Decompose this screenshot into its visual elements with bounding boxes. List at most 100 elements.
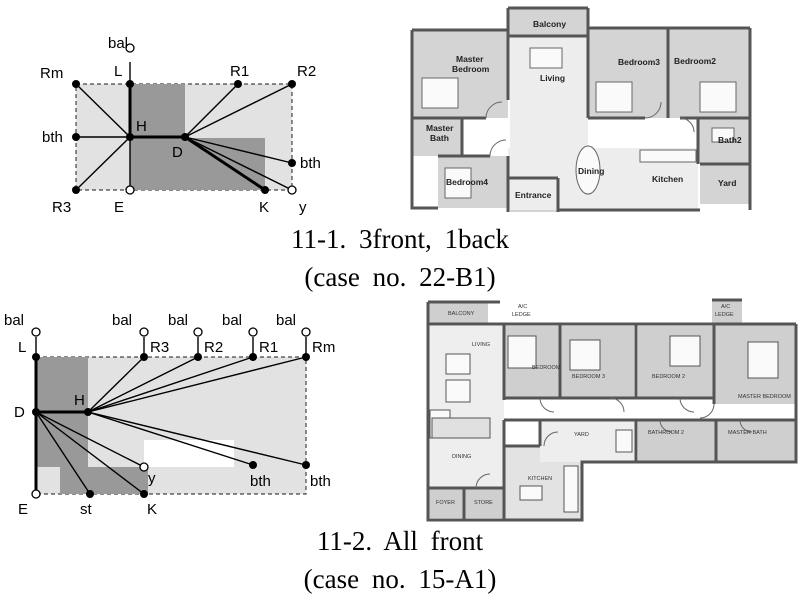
graph1-node-E xyxy=(125,185,135,195)
plan2-label-bedroom2: BEDROOM 2 xyxy=(652,374,685,380)
graph1-node-Rm xyxy=(72,80,80,88)
graph2-node-y xyxy=(139,462,149,472)
graph2-label-bal-L: bal xyxy=(4,312,24,329)
graph1-label-y: y xyxy=(299,199,307,216)
graph1-node-R3 xyxy=(72,186,80,194)
graph1-label-H: H xyxy=(136,118,147,135)
graph2-label-D: D xyxy=(14,404,25,421)
graph2-node-bal-R1 xyxy=(248,327,258,337)
graph1-node-y xyxy=(287,185,297,195)
graph-case2: bal bal bal bal bal L R3 R2 R1 Rm D H y … xyxy=(4,312,335,518)
graph2-node-K xyxy=(140,490,148,498)
graph2-label-bth-right: bth xyxy=(310,473,331,490)
graph1-node-K xyxy=(261,186,269,194)
plan2-label-dining: DINING xyxy=(452,454,471,460)
graph1-node-bth-left xyxy=(72,133,80,141)
graph2-node-bal-R3 xyxy=(139,327,149,337)
graph2-node-bal-L xyxy=(31,327,41,337)
graph2-label-bal-Rm: bal xyxy=(276,312,296,329)
graph2-node-bal-Rm xyxy=(301,327,311,337)
graph2-label-bal-R3: bal xyxy=(112,312,132,329)
plan1-label-master-bath-2: Bath xyxy=(430,133,449,143)
plan1-label-bath2: Bath2 xyxy=(718,135,742,145)
graph1-node-bth-right xyxy=(288,159,296,167)
graph2-node-bth-right xyxy=(302,461,310,469)
graph2-label-R3: R3 xyxy=(150,339,169,356)
caption2-line2: (case no. 15-A1) xyxy=(303,564,497,594)
graph2-node-bal-R2 xyxy=(193,327,203,337)
graph1-label-K: K xyxy=(259,199,269,216)
graph-case1: bal L Rm R1 R2 H D bth bth R3 E K y xyxy=(40,35,321,216)
graph1-node-D xyxy=(181,133,189,141)
plan2-label-ac-2: LEDGE xyxy=(512,312,531,318)
plan2-label-bedroom3: BEDROOM 3 xyxy=(572,374,605,380)
graph1-label-bth-left: bth xyxy=(42,129,63,146)
graph2-node-Rm xyxy=(302,353,310,361)
graph2-node-H xyxy=(84,408,92,416)
plan1-label-yard: Yard xyxy=(718,178,736,188)
graph1-node-bal xyxy=(125,43,135,53)
graph2-label-L: L xyxy=(18,339,26,356)
plan2-label-ac-1: A/C xyxy=(518,304,527,310)
graph2-label-bth-mid: bth xyxy=(250,473,271,490)
graph2-label-R2: R2 xyxy=(204,339,223,356)
graph1-label-bal: bal xyxy=(108,35,128,52)
graph1-node-H xyxy=(126,133,134,141)
graph2-label-H: H xyxy=(74,392,85,409)
graph1-label-R1: R1 xyxy=(230,63,249,80)
plan2-label-balcony: BALCONY xyxy=(448,311,475,317)
graph2-label-st: st xyxy=(80,501,93,518)
graph2-node-E xyxy=(31,489,41,499)
graph2-node-st xyxy=(86,490,94,498)
graph2-label-R1: R1 xyxy=(259,339,278,356)
graph1-label-D: D xyxy=(172,144,183,161)
plan1-label-master: Master xyxy=(456,54,484,64)
plan1-label-master-bath-1: Master xyxy=(426,123,454,133)
graph2-node-R2 xyxy=(194,353,202,361)
plan2-label-bedroom: BEDROOM xyxy=(532,365,561,371)
plan1-label-balcony: Balcony xyxy=(533,19,566,29)
plan2-label-bathroom2: BATHROOM 2 xyxy=(648,430,684,436)
graph1-label-L: L xyxy=(114,63,122,80)
graph1-label-bth-right: bth xyxy=(300,155,321,172)
graph2-label-E: E xyxy=(18,501,28,518)
plan2-label-kitchen: KITCHEN xyxy=(528,476,552,482)
graph2-label-bal-R1: bal xyxy=(222,312,242,329)
plan1-label-bedroom3: Bedroom3 xyxy=(618,57,660,67)
graph1-label-E: E xyxy=(114,199,124,216)
graph2-node-R3 xyxy=(140,353,148,361)
graph2-node-R1 xyxy=(249,353,257,361)
plan2-label-master-bath: MASTER BATH xyxy=(728,430,767,436)
graph2-entry-zone xyxy=(60,467,88,494)
plan1-label-living: Living xyxy=(540,73,565,83)
graph2-node-D xyxy=(32,408,40,416)
caption1-line1: 11-1. 3front, 1back xyxy=(291,224,509,254)
graph2-label-bal-R2: bal xyxy=(168,312,188,329)
plan1-label-bedroom2: Bedroom2 xyxy=(674,56,716,66)
caption2-line1: 11-2. All front xyxy=(316,526,484,556)
graph2-node-L xyxy=(32,353,40,361)
floor-plan-case2: BALCONY A/C LEDGE A/C LEDGE LIVING BEDRO… xyxy=(422,298,798,522)
plan2-label-ac2-1: A/C xyxy=(721,304,730,310)
graph2-label-K: K xyxy=(147,501,157,518)
graph1-label-Rm: Rm xyxy=(40,65,63,82)
plan1-label-bedroom: Bedroom xyxy=(452,64,490,74)
floor-plan-case1: Balcony Master Bedroom Living Bedroom3 B… xyxy=(408,6,756,220)
plan2-label-store: STORE xyxy=(474,500,493,506)
plan2-label-master-bedroom: MASTER BEDROOM xyxy=(738,394,791,400)
plan2-label-ac2-2: LEDGE xyxy=(715,312,734,318)
plan2-label-yard: YARD xyxy=(574,432,589,438)
graph1-node-R1 xyxy=(234,80,242,88)
plan1-label-kitchen: Kitchen xyxy=(652,174,683,184)
graph1-node-R2 xyxy=(288,80,296,88)
graph1-label-R3: R3 xyxy=(52,199,71,216)
caption1-line2: (case no. 22-B1) xyxy=(304,262,496,292)
plan2-label-living: LIVING xyxy=(472,342,490,348)
plan1-label-bedroom4: Bedroom4 xyxy=(446,177,488,187)
graph2-node-bth-mid xyxy=(249,461,257,469)
plan1-label-dining: Dining xyxy=(578,166,604,176)
graph1-label-R2: R2 xyxy=(297,63,316,80)
plan1-label-entrance: Entrance xyxy=(515,190,552,200)
graph1-node-L xyxy=(126,80,134,88)
graph2-label-y: y xyxy=(148,470,156,487)
